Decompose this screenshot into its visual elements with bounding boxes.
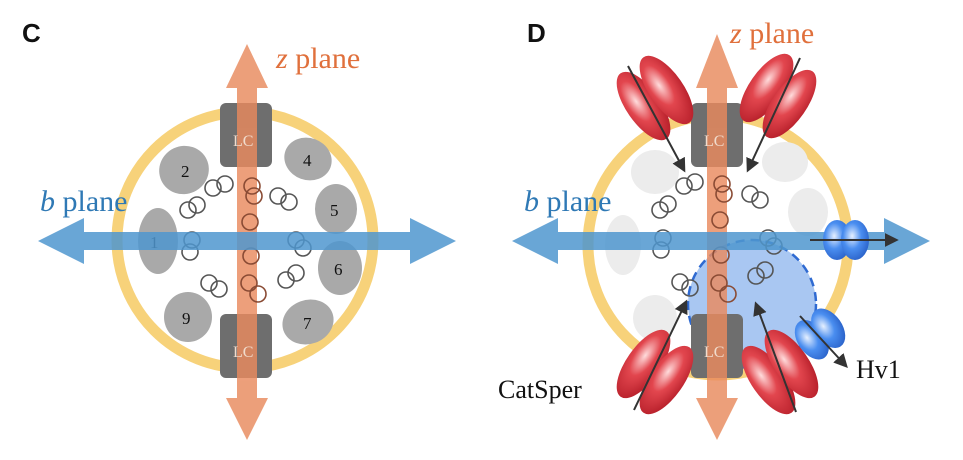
lc-label-bottom: LC	[233, 344, 253, 361]
lc-label-bottom: LC	[704, 344, 724, 361]
panel-d: D	[498, 17, 930, 440]
outer-dense-fibers	[138, 137, 362, 345]
b-plane-arrow	[38, 218, 456, 264]
catsper-channel-top-left	[616, 55, 694, 141]
panel-c: C 1 2 4 5 6 7 9	[22, 18, 456, 440]
segment-5	[315, 184, 357, 234]
catsper-flux-arrow	[746, 57, 801, 173]
segment-number: 2	[181, 162, 190, 181]
hv1-channels	[794, 220, 899, 369]
hv1-flux-arrow	[799, 315, 848, 369]
catsper-channel-bottom-left	[616, 329, 694, 415]
z-plane-label: z plane	[729, 17, 814, 50]
segment-9	[164, 292, 212, 342]
z-plane-label: z plane	[275, 42, 360, 75]
catsper-channel-top-right	[739, 53, 817, 139]
segment-6	[318, 241, 362, 295]
segment-4	[284, 137, 332, 181]
panel-letter-d: D	[527, 18, 546, 48]
segment-number: 9	[182, 309, 191, 328]
b-plane-label: b plane	[524, 185, 611, 218]
central-circles	[710, 175, 737, 303]
segment-number: 5	[330, 201, 339, 220]
catsper-flux-arrow	[633, 299, 688, 411]
catsper-label: CatSper	[498, 375, 582, 404]
catsper-channel-bottom-right	[741, 329, 819, 415]
catsper-flux-arrow	[627, 65, 686, 173]
catsper-flux-arrow	[753, 301, 797, 413]
segment-number: 4	[303, 151, 312, 170]
lc-label-top: LC	[704, 133, 724, 150]
segment-7	[282, 299, 334, 345]
lc-label-top: LC	[233, 133, 253, 150]
b-plane-arrow	[512, 218, 930, 264]
segment-2	[159, 145, 209, 195]
segment-number: 6	[334, 260, 343, 279]
segment-number: 7	[303, 314, 312, 333]
b-plane-label: b plane	[40, 185, 127, 218]
panel-letter-c: C	[22, 18, 41, 48]
catsper-channels	[616, 53, 819, 415]
hv1-label: Hv1	[856, 355, 901, 384]
